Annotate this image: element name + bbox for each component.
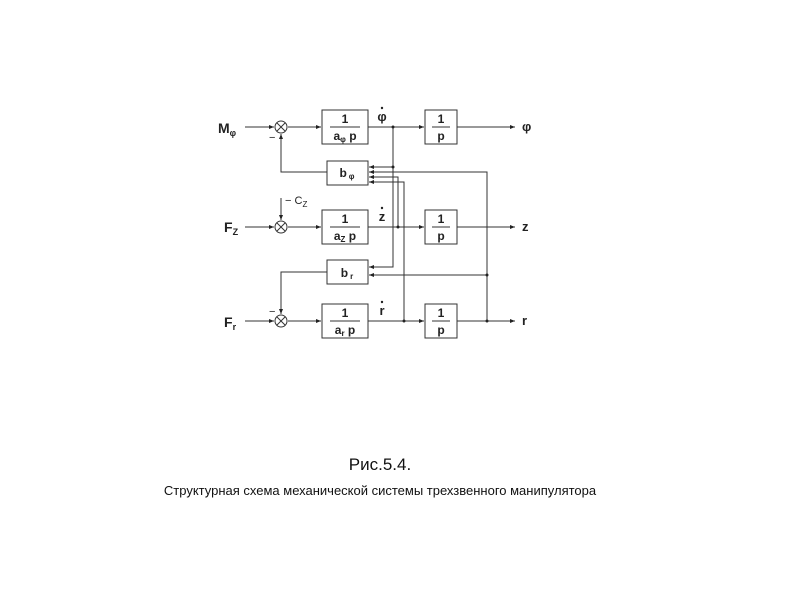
rate-phi: φ [377,109,386,124]
summer-r [274,314,288,328]
block-int-z-denominator: p [437,229,444,243]
block-a-phi-denominator: aφ p [333,129,356,144]
minus-sign-r: − [269,306,275,318]
block-int-z [424,209,458,245]
block-int-r-numerator: 1 [438,306,445,320]
block-a-r-numerator: 1 [342,306,349,320]
block-b-r [326,259,369,285]
block-a-z [321,209,369,245]
minus-sign-phi: − [269,132,275,144]
output-r: r [522,313,527,328]
block-a-z-denominator: aZ p [334,229,356,244]
input-f-z: FZ [224,219,239,237]
block-int-z-numerator: 1 [438,212,445,226]
block-int-phi-numerator: 1 [438,112,445,126]
disturbance-cz: − CZ [285,195,307,209]
input-f-r: Fr [224,314,237,332]
output-phi: φ [522,119,531,134]
rate-z: z [379,209,386,224]
block-a-r-denominator: ar p [335,323,356,338]
block-a-phi-numerator: 1 [342,112,349,126]
block-int-phi [424,109,458,145]
summer-z [274,220,288,234]
block-a-phi [321,109,369,145]
output-z: z [522,219,529,234]
block-a-r [321,303,369,339]
block-b-phi [326,160,369,186]
summer-phi [274,120,288,134]
figure-title: Структурная схема механической системы т… [163,483,597,498]
block-a-z-numerator: 1 [342,212,349,226]
figure-number: Рис.5.4. [348,455,412,474]
input-m-phi: Mφ [218,120,237,138]
block-int-r [424,303,458,339]
block-int-r-denominator: p [437,323,444,337]
rate-r: r [379,303,384,318]
block-int-phi-denominator: p [437,129,444,143]
